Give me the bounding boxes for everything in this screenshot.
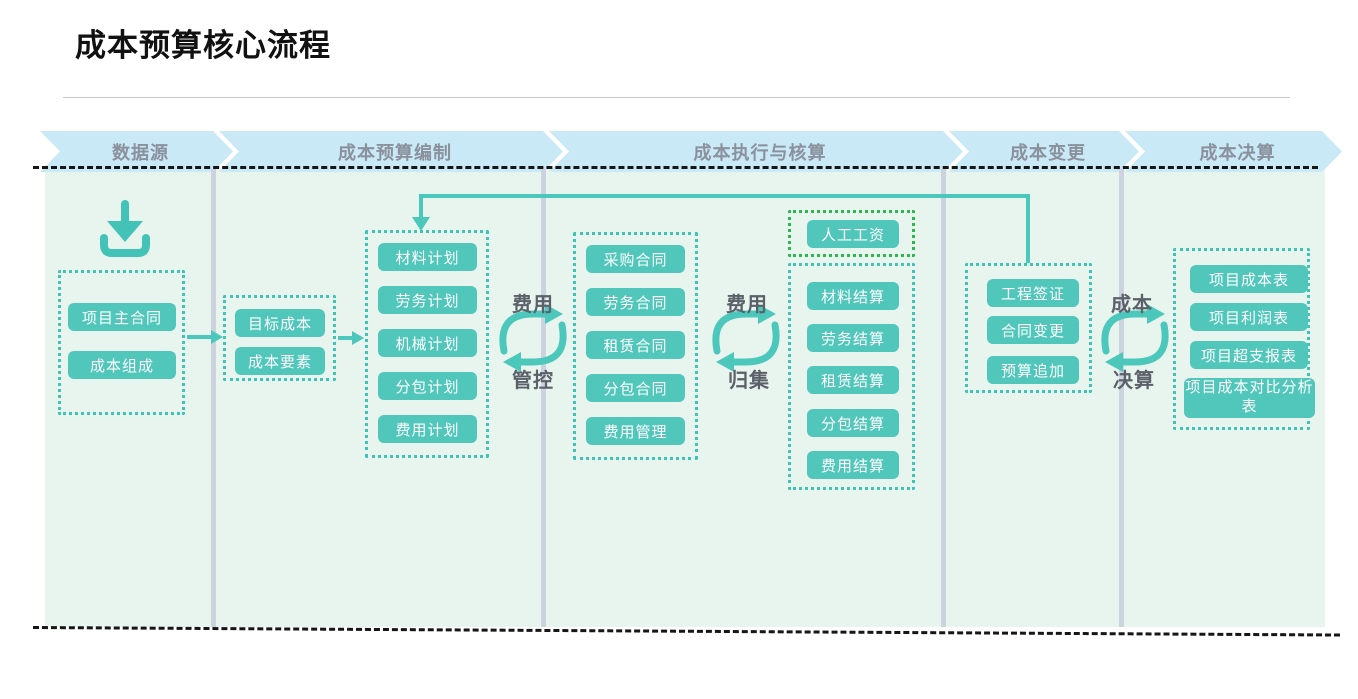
lane-header-label: 成本变更	[1010, 142, 1086, 163]
btn-project-overspend-report: 项目超支报表	[1190, 341, 1308, 369]
btn-expense-management: 费用管理	[586, 417, 685, 445]
lane-header-label: 成本决算	[1199, 142, 1276, 163]
lane-divider-2	[541, 169, 546, 627]
reports-group-box	[1173, 248, 1310, 430]
lane-header-final-accounts: 成本决算	[1125, 131, 1342, 172]
lane-header-label: 成本执行与核算	[693, 142, 827, 163]
btn-project-profit-table: 项目利润表	[1190, 303, 1308, 331]
lane-header-label: 成本预算编制	[338, 142, 452, 163]
cycle-label-fee: 费用	[726, 294, 768, 316]
btn-labor-contract: 劳务合同	[586, 288, 685, 316]
title-divider	[63, 97, 1290, 98]
cycle-label-cost: 成本	[1111, 294, 1153, 316]
changes-group-box	[965, 263, 1092, 393]
btn-subcontract-settlement: 分包结算	[807, 409, 899, 437]
btn-lease-contract: 租赁合同	[586, 331, 685, 359]
btn-material-plan: 材料计划	[378, 243, 477, 271]
lane-divider-1	[211, 169, 216, 627]
btn-engineering-visa: 工程签证	[987, 279, 1079, 307]
datasource-group-box	[58, 270, 185, 415]
lane-header-budget-compilation: 成本预算编制	[219, 131, 563, 172]
btn-cost-composition: 成本组成	[68, 351, 176, 379]
lane-header-execution-accounting: 成本执行与核算	[549, 131, 963, 172]
lane-header-label: 数据源	[112, 142, 169, 163]
cycle-label-fee: 费用	[512, 294, 554, 316]
cycle-label-collection: 归集	[728, 370, 770, 392]
cycle-label-control: 管控	[512, 370, 554, 392]
btn-subcontract-plan: 分包计划	[378, 372, 477, 400]
btn-subcontract-contract: 分包合同	[586, 374, 685, 402]
btn-cost-elements: 成本要素	[235, 347, 325, 375]
dashed-border-bottom	[32, 626, 1340, 637]
btn-contract-change: 合同变更	[987, 316, 1079, 344]
lane-divider-3	[941, 169, 946, 627]
btn-expense-settlement: 费用结算	[807, 451, 899, 479]
btn-project-cost-table: 项目成本表	[1190, 265, 1308, 293]
lane-header-datasource: 数据源	[40, 131, 233, 172]
btn-lease-settlement: 租赁结算	[807, 366, 899, 394]
target-cost-group-box	[223, 295, 336, 381]
cycle-label-final: 决算	[1113, 370, 1155, 392]
btn-expense-plan: 费用计划	[378, 415, 477, 443]
btn-procurement-contract: 采购合同	[586, 245, 685, 273]
btn-labor-wages: 人工工资	[807, 220, 899, 248]
btn-target-cost: 目标成本	[235, 309, 325, 337]
dashed-border-top	[33, 166, 1318, 169]
lane-divider-4	[1119, 169, 1124, 627]
btn-budget-addition: 预算追加	[987, 356, 1079, 384]
lane-header-cost-change: 成本变更	[949, 131, 1139, 172]
btn-labor-settlement: 劳务结算	[807, 324, 899, 352]
btn-project-main-contract: 项目主合同	[68, 303, 176, 331]
page-title: 成本预算核心流程	[75, 28, 331, 63]
btn-machinery-plan: 机械计划	[378, 329, 477, 357]
btn-labor-plan: 劳务计划	[378, 286, 477, 314]
settlements-group-box	[788, 263, 915, 490]
btn-project-cost-comparison: 项目成本对比分析表	[1184, 378, 1315, 418]
btn-material-settlement: 材料结算	[807, 282, 899, 310]
